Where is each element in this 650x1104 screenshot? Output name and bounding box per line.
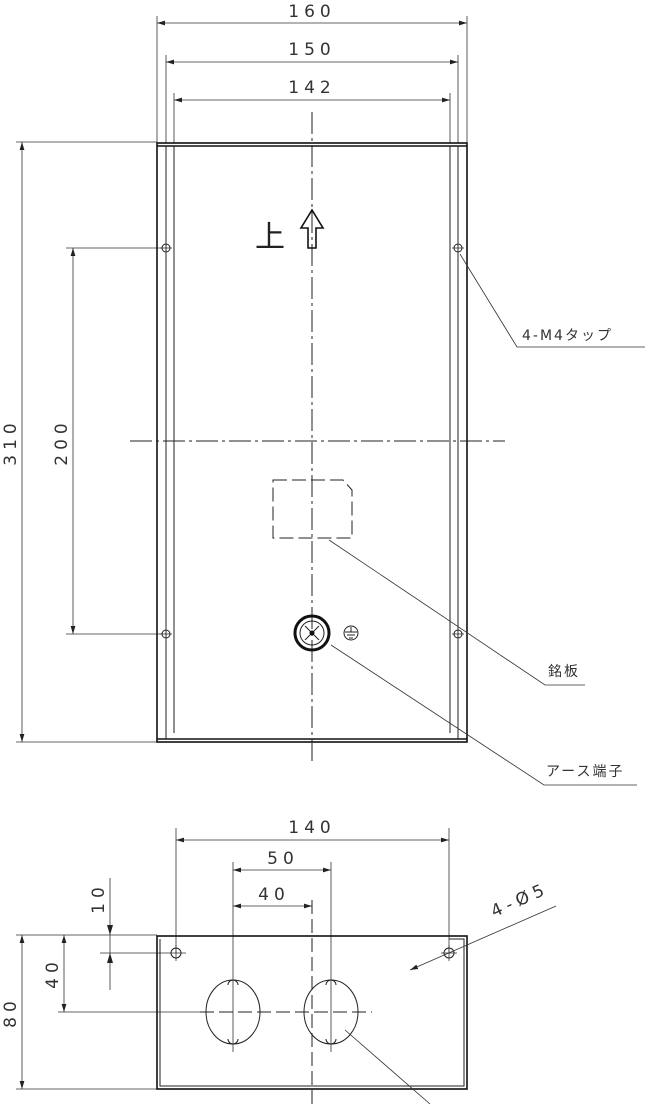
dim-142: 142 bbox=[288, 78, 335, 98]
dim-200: 200 bbox=[52, 418, 72, 465]
mounting-hole-icon bbox=[170, 945, 182, 961]
dim-80: 80 bbox=[1, 996, 21, 1028]
tap-label: 4-M4タップ bbox=[522, 328, 613, 344]
tap-hole-icon bbox=[452, 628, 464, 640]
tap-hole-icon bbox=[160, 242, 172, 254]
knockout-hole-icon bbox=[205, 979, 261, 1045]
dim-160: 160 bbox=[288, 2, 335, 22]
extension-lines bbox=[16, 16, 468, 743]
earth-leader bbox=[330, 644, 637, 786]
dim-140: 140 bbox=[288, 818, 335, 838]
dim-40-vertical: 40 bbox=[43, 957, 63, 989]
nameplate-label: 銘板 bbox=[548, 664, 580, 680]
dim-310: 310 bbox=[1, 418, 21, 465]
holes-label: 4-Ø5 bbox=[488, 879, 552, 922]
up-arrow-icon bbox=[299, 208, 325, 249]
bottom-body bbox=[156, 935, 468, 1090]
tap-leader bbox=[459, 253, 645, 348]
knockout-leader bbox=[344, 1029, 431, 1104]
dim-50: 50 bbox=[267, 849, 299, 869]
earth-label: アース端子 bbox=[546, 764, 624, 780]
holes-leader bbox=[409, 905, 557, 971]
earth-terminal-icon bbox=[293, 614, 331, 652]
dim-40-horizontal: 40 bbox=[258, 885, 290, 905]
tap-holes bbox=[160, 242, 464, 640]
ground-symbol-icon bbox=[343, 625, 359, 641]
dim-150: 150 bbox=[288, 40, 335, 60]
nameplate-leader bbox=[328, 539, 585, 686]
dim-10: 10 bbox=[89, 882, 109, 914]
extension-lines bbox=[16, 828, 450, 1090]
tap-hole-icon bbox=[160, 628, 172, 640]
front-view: 160 150 142 310 200 上 bbox=[1, 2, 645, 786]
bottom-view: 140 50 40 10 40 80 4-Ø5 bbox=[1, 818, 557, 1104]
tap-hole-icon bbox=[452, 242, 464, 254]
up-mark: 上 bbox=[255, 220, 285, 255]
nameplate-outline bbox=[272, 479, 353, 539]
knockout-hole-icon bbox=[303, 979, 359, 1045]
